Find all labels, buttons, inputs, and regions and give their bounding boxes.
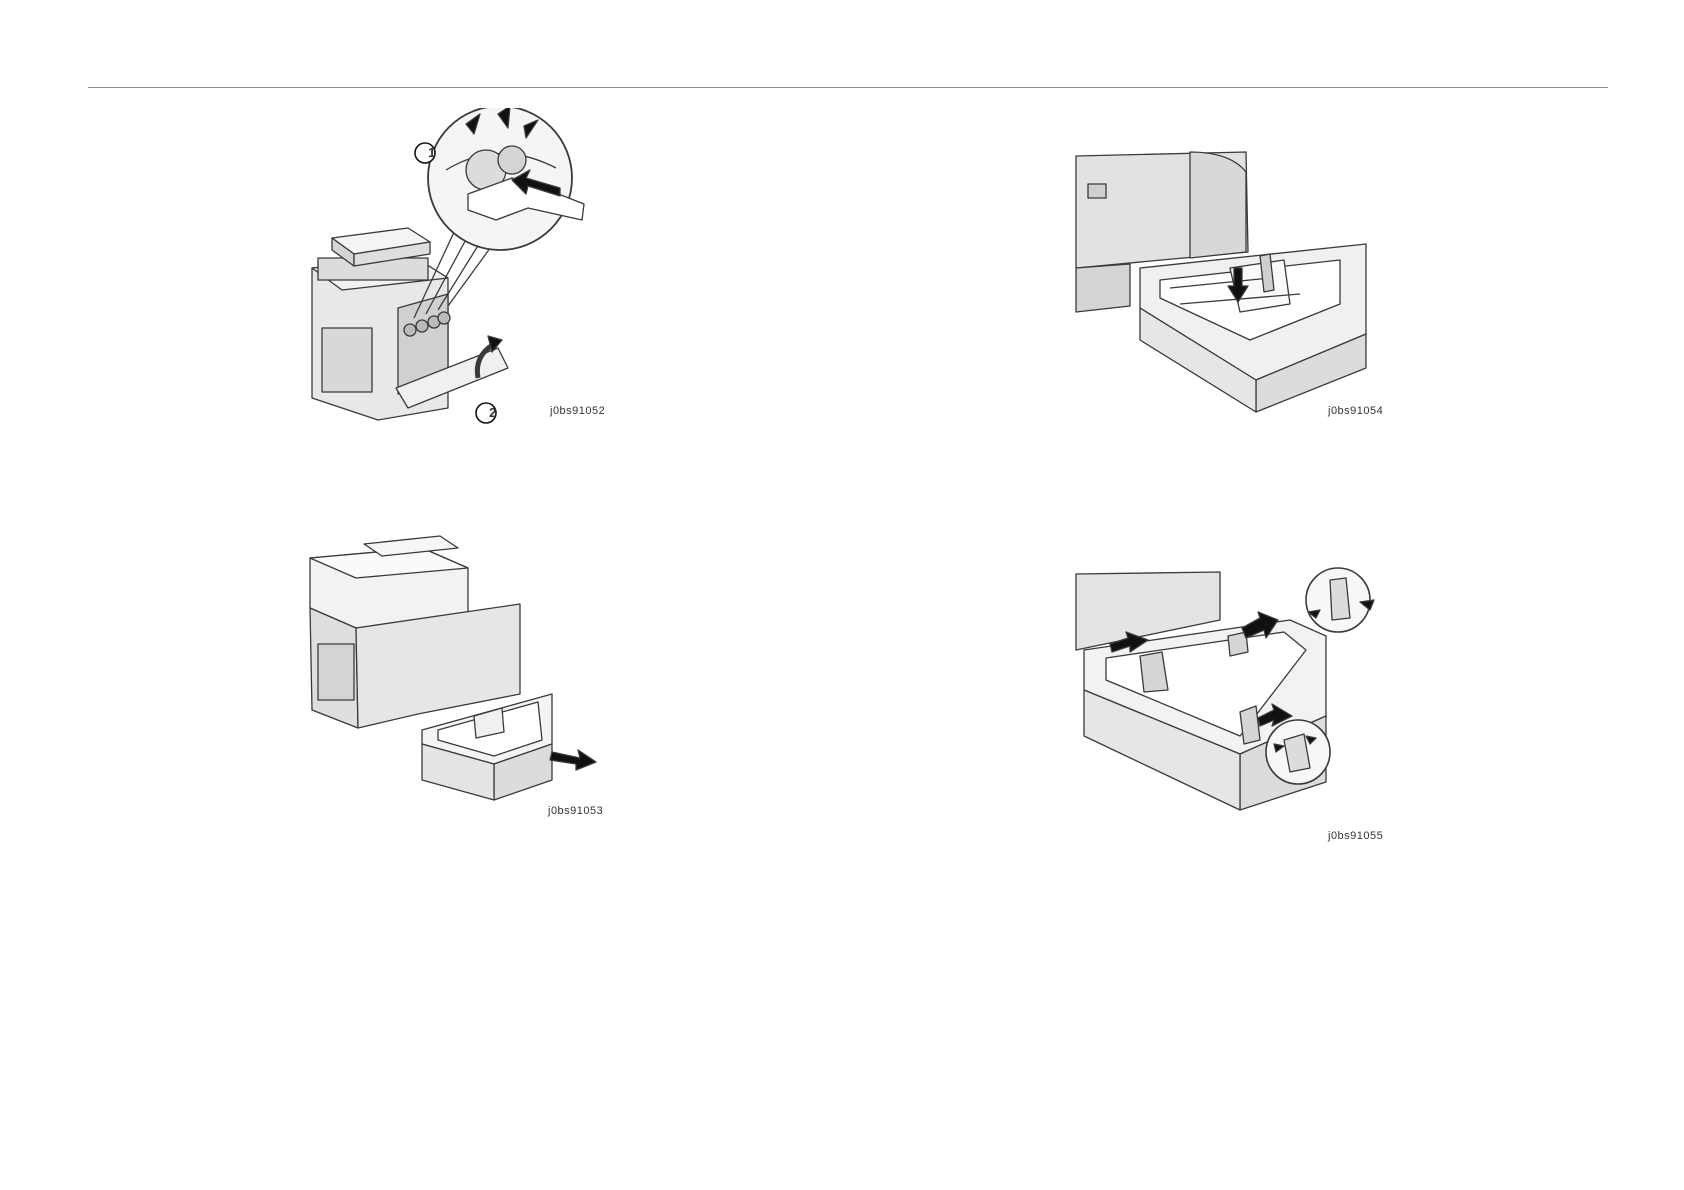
header-rule [88, 87, 1608, 88]
paper-tray-load-illustration [1070, 108, 1398, 426]
callout-2: 2 [489, 405, 497, 420]
printer-cleaning-illustration [298, 108, 614, 426]
figure-code: j0bs91053 [548, 805, 603, 817]
figure-toner-cleaning: 1 2 j0bs91052 [298, 108, 614, 426]
figure-adjust-paper-guides: j0bs91055 [1070, 540, 1398, 852]
figure-load-paper-tray: j0bs91054 [1070, 108, 1398, 426]
figure-code: j0bs91052 [550, 405, 605, 417]
paper-guide-adjust-illustration [1070, 540, 1398, 852]
callout-1: 1 [428, 145, 436, 160]
figure-code: j0bs91055 [1328, 830, 1383, 842]
figure-pull-out-tray: j0bs91053 [298, 518, 614, 826]
printer-tray-pull-illustration [298, 518, 614, 826]
figure-code: j0bs91054 [1328, 405, 1383, 417]
